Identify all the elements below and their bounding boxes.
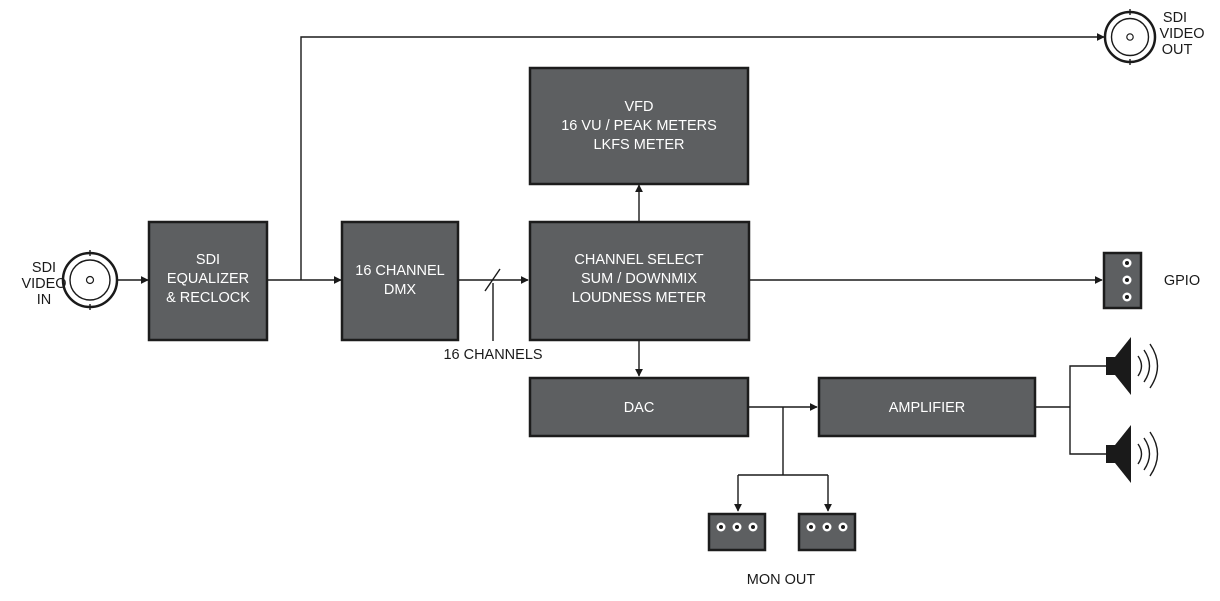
sdi-in-label-2: VIDEO (21, 276, 66, 292)
amplifier-label: AMPLIFIER (889, 400, 966, 416)
vfd-label-2: 16 VU / PEAK METERS (561, 118, 717, 134)
dac-block: DAC (528, 376, 750, 438)
connection-lines (118, 33, 1106, 512)
dac-label: DAC (624, 400, 655, 416)
vfd-block: VFD 16 VU / PEAK METERS LKFS METER (528, 66, 750, 186)
gpio-label: GPIO (1164, 273, 1200, 289)
dmx-label-2: DMX (384, 282, 417, 298)
sdi-out-label-3: OUT (1162, 42, 1193, 58)
equalizer-label-2: EQUALIZER (167, 271, 249, 287)
equalizer-label-1: SDI (196, 252, 220, 268)
equalizer-label-3: & RECLOCK (166, 290, 250, 306)
dmx-block: 16 CHANNEL DMX (340, 220, 460, 342)
sdi-out-connector-icon (1103, 9, 1157, 65)
channel-select-label-1: CHANNEL SELECT (574, 252, 703, 268)
vfd-label-3: LKFS METER (593, 137, 684, 153)
wire-loop-to-sdi-out (300, 33, 1105, 280)
sdi-out-label-1: SDI (1163, 10, 1187, 26)
mon-out-label: MON OUT (747, 572, 816, 588)
equalizer-block: SDI EQUALIZER & RECLOCK (147, 220, 269, 342)
sdi-in-label-1: SDI (32, 260, 56, 276)
vfd-label-1: VFD (625, 99, 654, 115)
speaker-bottom-icon (1106, 425, 1159, 483)
channel-select-label-3: LOUDNESS METER (572, 290, 707, 306)
wire-to-speaker-top (1069, 365, 1106, 455)
mon-out-connector-2-icon (797, 512, 857, 552)
dmx-label-1: 16 CHANNEL (355, 263, 444, 279)
channel-select-label-2: SUM / DOWNMIX (581, 271, 697, 287)
speaker-top-icon (1106, 337, 1159, 395)
sdi-in-label-3: IN (37, 292, 52, 308)
amplifier-block: AMPLIFIER (817, 376, 1037, 438)
bus-slash (484, 268, 501, 292)
sdi-in-connector-icon (61, 250, 119, 310)
mon-out-connector-1-icon (707, 512, 767, 552)
gpio-connector-icon (1102, 251, 1143, 310)
channel-select-block: CHANNEL SELECT SUM / DOWNMIX LOUDNESS ME… (528, 220, 751, 342)
sdi-out-label-2: VIDEO (1159, 26, 1204, 42)
bus-channels-label: 16 CHANNELS (443, 347, 542, 363)
